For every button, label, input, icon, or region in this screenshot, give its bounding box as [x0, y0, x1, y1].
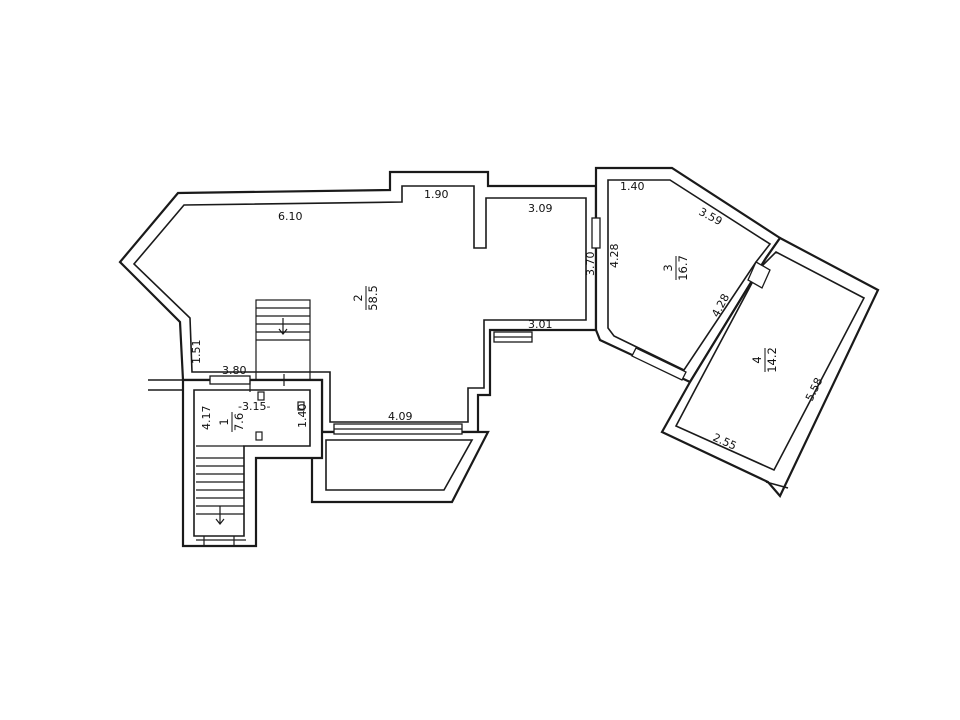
column [257, 391, 265, 401]
dim-3-80: 3.80 [222, 364, 247, 377]
dim-1-51: 1.51 [190, 340, 203, 365]
dim-1-40-top: 1.40 [620, 180, 645, 193]
dim-3-70: 3.70 [584, 252, 597, 277]
window-room1-top [209, 375, 251, 385]
room-2-inner-walls [132, 185, 587, 423]
dim-1-90: 1.90 [424, 188, 449, 201]
room-1-area: 7.6 [232, 413, 246, 431]
room-1-walls [181, 378, 324, 548]
dim-3-01: 3.01 [528, 318, 553, 331]
dim-3-09: 3.09 [528, 202, 553, 215]
wall-stub-right [765, 481, 789, 489]
room-3-area: 16.7 [676, 255, 690, 281]
room-3-number: 3 [661, 264, 675, 271]
window-room3-bottom [631, 347, 687, 381]
dim-4-28-a: 4.28 [608, 244, 621, 269]
room-2-walls [118, 170, 598, 434]
dim-4-17: 4.17 [200, 406, 213, 431]
balcony-walls [310, 430, 490, 504]
room-1-number: 1 [217, 418, 231, 425]
room-4-area: 14.2 [765, 347, 779, 373]
room-label-1: 1 7.6 [217, 412, 246, 432]
column [255, 431, 263, 441]
window-room3-4 [747, 261, 771, 289]
balcony-inner-walls [325, 439, 474, 491]
dim-3-15: -3.15- [238, 400, 270, 413]
room-2-area: 58.5 [366, 285, 380, 311]
room-3-inner-walls [607, 179, 772, 372]
room-label-2: 2 58.5 [351, 285, 380, 311]
dim-1-40-b: 1.40 [296, 404, 309, 429]
room-label-4: 4 14.2 [750, 347, 779, 373]
room-2-number: 2 [351, 294, 365, 301]
dim-6-10: 6.10 [278, 210, 303, 223]
dim-4-09: 4.09 [388, 410, 413, 423]
column [297, 401, 305, 411]
stairs-hall [255, 299, 311, 381]
room-4-number: 4 [750, 356, 764, 363]
door-hall-room3 [591, 217, 601, 249]
room-label-3: 3 16.7 [661, 255, 690, 281]
stairs-room-1 [196, 445, 246, 546]
